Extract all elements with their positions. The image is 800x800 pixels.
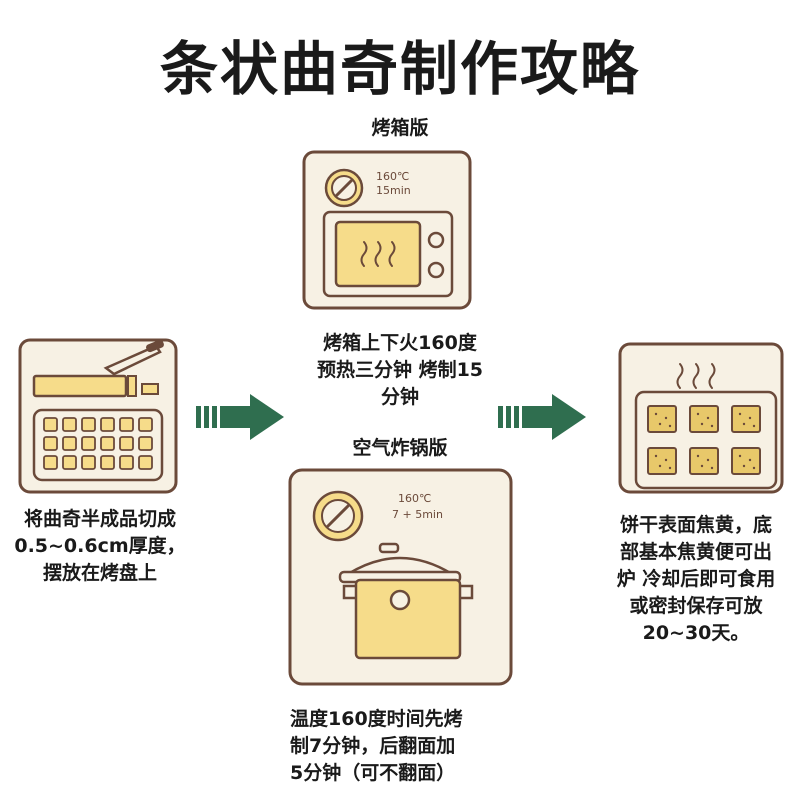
done-step-caption: 饼干表面焦黄，底 部基本焦黄便可出 炉 冷却后即可食用 或密封保存可放 20~3…: [596, 512, 796, 647]
caption-line: 20~30天。: [642, 622, 750, 644]
page-title: 条状曲奇制作攻略: [159, 35, 640, 103]
airfryer-time-text: 7 + 5min: [392, 508, 443, 521]
cutting-board-illustration: [18, 338, 178, 494]
knife-icon: [103, 339, 164, 376]
pot-icon: [338, 542, 474, 660]
caption-line: 0.5~0.6cm厚度，: [14, 535, 186, 557]
knob-icon: [427, 231, 445, 249]
caption-line: 烤箱上下火160度: [323, 332, 477, 354]
oven-step-caption: 烤箱上下火160度 预热三分钟 烤制15 分钟: [290, 330, 510, 411]
caption-line: 制7分钟，后翻面加: [290, 735, 456, 757]
baking-tray-icon: [32, 408, 164, 482]
caption-line: 或密封保存可放: [629, 595, 763, 617]
airfryer-step-caption: 温度160度时间先烤 制7分钟，后翻面加 5分钟（可不翻面）: [290, 706, 515, 787]
arrow-right-icon: [498, 394, 586, 440]
temperature-dial-icon: [324, 168, 364, 208]
caption-line: 分钟: [380, 386, 419, 408]
baked-cookies-illustration: [618, 342, 784, 494]
knob-icon: [427, 261, 445, 279]
cut-step-caption: 将曲奇半成品切成 0.5~0.6cm厚度， 摆放在烤盘上: [0, 506, 200, 587]
steam-icon: [676, 363, 716, 389]
caption-line: 炉 冷却后即可食用: [616, 568, 776, 590]
airfryer-version-label: 空气炸锅版: [352, 437, 448, 459]
oven-version-label: 烤箱版: [371, 117, 429, 139]
arrow-right-icon: [196, 394, 284, 440]
oven-time-text: 15min: [376, 184, 411, 197]
air-fryer-illustration: 160℃ 7 + 5min: [288, 468, 513, 686]
airfryer-temp-text: 160℃: [398, 492, 431, 505]
caption-line: 摆放在烤盘上: [42, 562, 157, 584]
caption-line: 部基本焦黄便可出: [619, 541, 772, 563]
caption-line: 预热三分钟 烤制15: [316, 359, 484, 381]
caption-line: 饼干表面焦黄，底: [619, 514, 772, 536]
heat-waves-icon: [360, 241, 396, 267]
temperature-dial-icon: [312, 490, 364, 542]
caption-line: 将曲奇半成品切成: [23, 508, 176, 530]
caption-line: 5分钟（可不翻面）: [290, 762, 456, 784]
oven-illustration: 160℃ 15min: [302, 150, 472, 310]
dough-log-icon: [32, 374, 159, 398]
caption-line: 温度160度时间先烤: [290, 708, 463, 730]
oven-temp-text: 160℃: [376, 170, 409, 183]
